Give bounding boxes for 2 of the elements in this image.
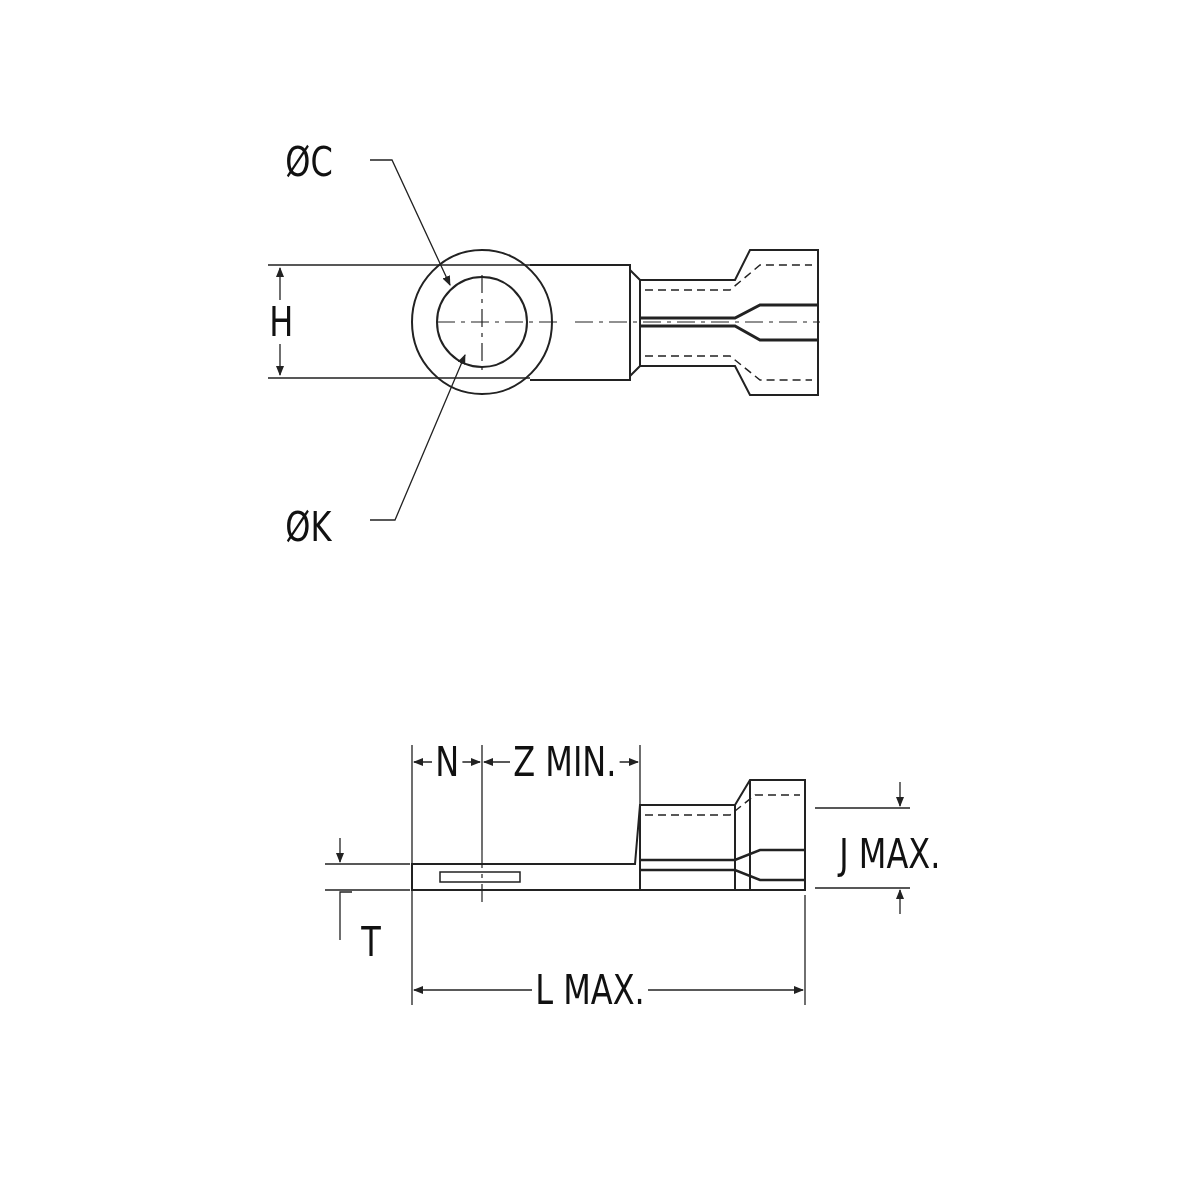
leader-line: [369, 159, 451, 286]
leader-line: [369, 354, 466, 521]
